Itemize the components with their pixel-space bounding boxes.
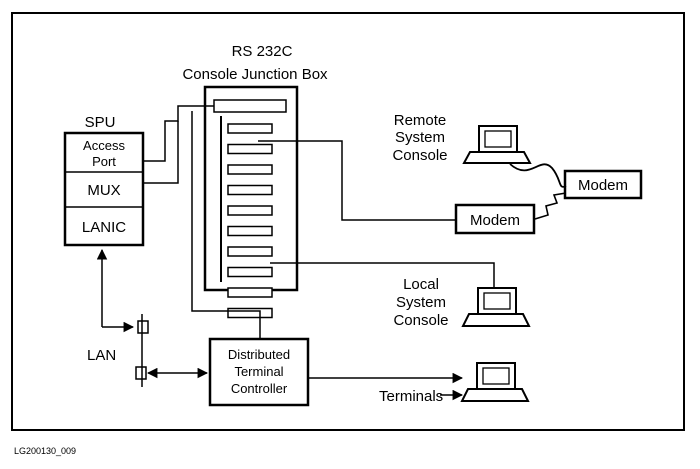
junction-port-slot xyxy=(227,225,273,237)
spu-lanic-label: LANIC xyxy=(82,219,126,236)
modem-far-label: Modem xyxy=(578,177,628,194)
lan-tap-upper xyxy=(137,320,149,334)
junction-box-title-line2: Console Junction Box xyxy=(182,66,328,83)
spu-mux-label: MUX xyxy=(87,182,120,199)
junction-port-slot xyxy=(227,205,273,216)
remote-console-line2: System xyxy=(395,129,445,146)
dtc-line1: Distributed xyxy=(228,347,290,362)
junction-port-slot xyxy=(227,266,273,278)
dtc-line2: Terminal xyxy=(234,364,283,379)
local-console-terminal-icon xyxy=(461,287,531,327)
figure-id: LG200130_009 xyxy=(14,446,76,456)
remote-console-line1: Remote xyxy=(394,112,447,129)
spu-access-port-line1: Access xyxy=(83,138,125,153)
dtc-line3: Controller xyxy=(231,381,288,396)
spu-title: SPU xyxy=(85,114,116,131)
local-console-line2: System xyxy=(396,294,446,311)
access-port-cable xyxy=(143,105,214,162)
local-console-line3: Console xyxy=(393,312,448,329)
modem-far xyxy=(563,169,643,200)
junction-port-slot xyxy=(227,164,273,175)
figure-frame xyxy=(11,12,685,431)
spu-access-port-line2: Port xyxy=(92,154,116,169)
terminals-label: Terminals xyxy=(379,388,443,405)
junction-dtc-cable xyxy=(191,111,261,339)
lan-label: LAN xyxy=(87,347,116,364)
junction-port-slot xyxy=(227,123,273,134)
terminals-icon xyxy=(460,362,530,402)
junction-port-slot xyxy=(227,287,273,298)
junction-port-slot xyxy=(227,143,273,155)
dtc-box xyxy=(208,337,310,407)
remote-console-line3: Console xyxy=(392,147,447,164)
junction-port-slot xyxy=(227,307,273,319)
local-console-cable xyxy=(270,262,495,288)
modem-near-label: Modem xyxy=(470,212,520,229)
remote-console-phone-line xyxy=(509,163,567,188)
junction-port-slot xyxy=(227,246,273,257)
junction-box xyxy=(203,85,299,319)
mux-cable xyxy=(143,121,179,184)
modem-phone-line xyxy=(534,192,567,220)
remote-console-terminal-icon xyxy=(462,125,532,164)
lan-tap-lower xyxy=(135,366,147,380)
spu-box xyxy=(63,131,145,247)
junction-port-slot xyxy=(227,184,273,196)
remote-console-cable xyxy=(258,140,456,221)
local-console-line1: Local xyxy=(403,276,439,293)
junction-box-title-line1: RS 232C xyxy=(232,43,293,60)
modem-near xyxy=(454,203,536,235)
